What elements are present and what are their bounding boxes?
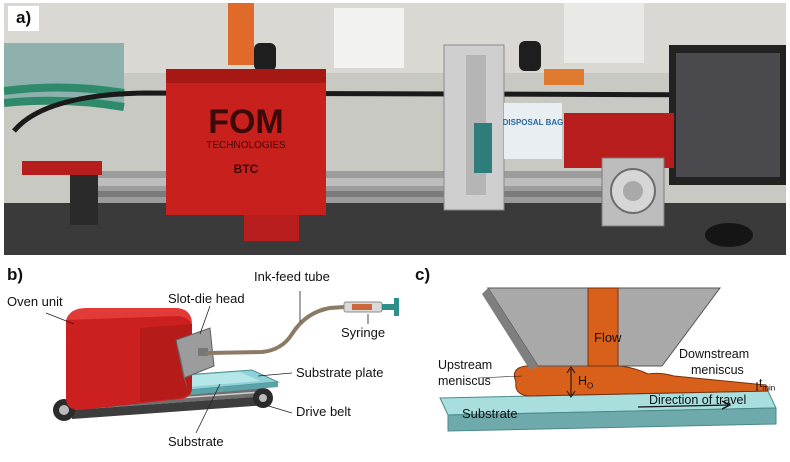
slot-die-head-shape-c — [482, 287, 721, 370]
direction-arrow — [637, 404, 729, 408]
label-flow: Flow — [594, 330, 622, 345]
label-direction-of-travel: Direction of travel — [649, 393, 747, 407]
slot-die-head-shape — [175, 327, 215, 392]
label-substrate-b: Substrate — [168, 434, 224, 449]
meniscus-diagram: Flow Upstream meniscus Downstream menisc… — [410, 258, 790, 457]
label-oven-unit: Oven unit — [7, 294, 63, 309]
label-h0-main: H — [578, 374, 588, 388]
label-upstream-line2: meniscus — [438, 374, 491, 388]
meniscus-diagram-drawing — [439, 287, 777, 432]
oven-unit-shape — [66, 308, 192, 410]
label-tmin: tmin — [759, 376, 775, 392]
oven-logo-subtext: TECHNOLOGIES — [206, 140, 286, 151]
label-downstream-line1: Downstream — [679, 347, 750, 361]
coater-schematic-drawing — [45, 291, 399, 434]
label-downstream-line2: meniscus — [691, 363, 744, 377]
coater-schematic: Oven unit Slot-die head Ink-feed tube Sy… — [0, 258, 410, 457]
substrate-slab-shape — [439, 390, 777, 432]
panel-b-tag: b) — [7, 265, 24, 284]
coater-photo-illustration: FOM TECHNOLOGIES BTC DISPOSAL BAG — [4, 3, 786, 255]
oven-model-text: BTC — [234, 162, 259, 176]
label-substrate-plate: Substrate plate — [296, 365, 384, 380]
panel-a-tag: a) — [8, 6, 40, 31]
label-ink-feed-tube: Ink-feed tube — [254, 269, 330, 284]
ink-feed-tube-shape — [206, 305, 346, 355]
syringe-shape — [343, 298, 399, 316]
coater-photo: FOM TECHNOLOGIES BTC DISPOSAL BAG — [4, 3, 786, 255]
coating-layer-shape — [513, 339, 769, 397]
label-drive-belt: Drive belt — [296, 404, 351, 419]
label-slot-die-head: Slot-die head — [168, 291, 245, 306]
label-h0-sub: O — [587, 381, 594, 391]
label-syringe: Syringe — [341, 325, 386, 340]
label-upstream-line1: Upstream — [438, 358, 493, 372]
panel-c-tag: c) — [415, 265, 431, 284]
label-tmin-main: t — [759, 376, 763, 390]
oven-logo-text: FOM — [208, 103, 284, 141]
label-tmin-sub: min — [762, 383, 776, 393]
label-substrate-c: Substrate — [462, 406, 518, 421]
label-h0: HO — [578, 374, 593, 391]
disposal-bag-text: DISPOSAL BAG — [503, 118, 564, 127]
